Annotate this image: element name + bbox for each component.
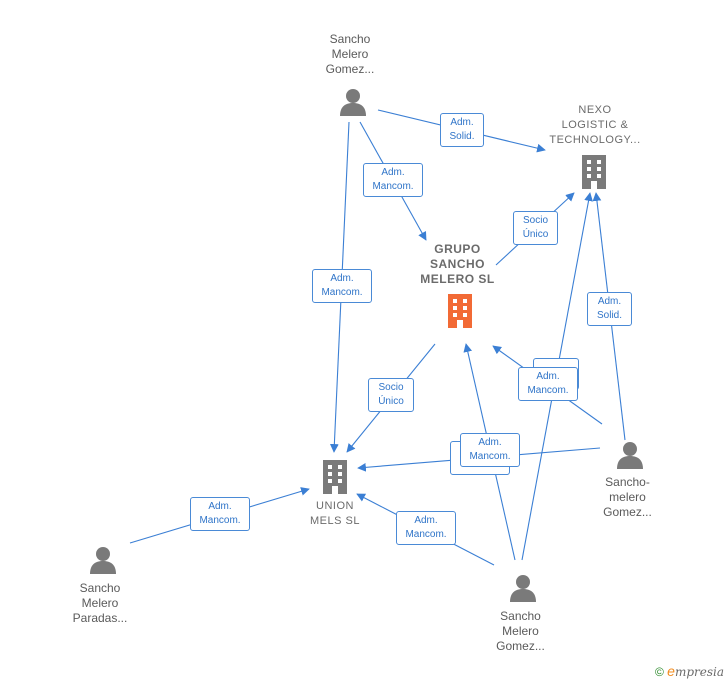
company-label-line: MELERO SL [420,272,495,286]
person-label-line: Melero [81,596,119,610]
company-label-line: UNION [316,500,354,512]
relation-tag-line: Socio [378,382,404,393]
relation-tag[interactable]: Adm. Mancom. [460,433,520,467]
relation-tag-line: Mancom. [321,287,363,298]
relation-tag-line: Mancom. [527,385,569,396]
company-label-line: LOGISTIC & [561,119,629,131]
copyright-symbol: © [654,665,664,679]
person-node-bottom[interactable]: Sancho Melero Gomez... [478,609,563,654]
brand-footer: © empresia [655,663,724,679]
person-label-line: melero [609,490,646,504]
brand-logo-e: e [667,663,675,679]
relation-tag-line: Adm. [536,371,560,382]
person-label-line: Gomez... [325,62,375,76]
person-icon[interactable] [615,440,645,470]
relation-tag[interactable]: Socio Único [513,211,558,245]
person-icon[interactable] [338,87,368,117]
building-icon[interactable] [320,459,350,495]
building-icon[interactable] [579,154,609,190]
person-icon[interactable] [508,573,538,603]
company-node-nexo[interactable]: NEXO LOGISTIC & TECHNOLOGY... [540,103,650,148]
relation-tag-line: Mancom. [469,451,511,462]
relation-tag-line: Adm. [414,515,438,526]
person-label-line: Sancho- [605,475,650,489]
relation-tag-line: Solid. [596,310,622,321]
brand-logo-text: mpresia [674,665,724,679]
relation-tag-line: Solid. [449,131,475,142]
person-label-line: Sancho [500,609,541,623]
company-node-union[interactable]: UNION MELS SL [295,499,375,529]
person-label-line: Melero [502,624,539,638]
relation-tag-line: Socio [522,215,548,226]
relation-tag[interactable]: Adm. Mancom. [312,269,372,303]
relation-tag[interactable]: Adm. Solid. [587,292,632,326]
company-label-line: SANCHO [429,257,485,271]
person-label-line: Melero [331,47,369,61]
relation-tag-line: Único [522,229,549,240]
person-label-line: Sancho [79,581,121,595]
relation-tag-line: Adm. [597,296,622,307]
relation-tag[interactable]: Adm. Mancom. [363,163,423,197]
relation-tag-line: Único [378,396,404,407]
relation-tag-line: Adm. [381,167,405,178]
company-label-line: MELS SL [310,515,360,527]
relation-tag-line: Adm. [450,117,474,128]
relation-tag[interactable]: Adm. Mancom. [518,367,578,401]
relation-tag[interactable]: Adm. Mancom. [396,511,456,545]
person-label-line: Paradas... [72,611,128,625]
company-label-line: TECHNOLOGY... [549,134,641,146]
person-label-line: Sancho [329,32,371,46]
building-icon-main[interactable] [444,293,476,329]
relation-tag[interactable]: Adm. Solid. [440,113,484,147]
relation-tag-line: Mancom. [405,529,447,540]
relation-tag-line: Mancom. [372,181,414,192]
relation-tag[interactable]: Adm. Mancom. [190,497,250,531]
person-node-right[interactable]: Sancho- melero Gomez... [585,475,670,520]
company-node-grupo[interactable]: GRUPO SANCHO MELERO SL [400,242,515,287]
person-label-line: Gomez... [603,505,652,519]
person-node-top[interactable]: Sancho Melero Gomez... [300,32,400,77]
relation-tag-line: Adm. [478,437,502,448]
relation-tag-line: Adm. [330,273,354,284]
company-label-line: GRUPO [434,242,481,256]
person-label-line: Gomez... [496,639,545,653]
company-label-line: NEXO [578,104,612,116]
relation-tag-line: Mancom. [199,515,241,526]
relation-tag[interactable]: Socio Único [368,378,414,412]
person-node-left[interactable]: Sancho Melero Paradas... [55,581,145,626]
person-icon[interactable] [88,545,118,575]
relation-tag-line: Adm. [208,501,232,512]
